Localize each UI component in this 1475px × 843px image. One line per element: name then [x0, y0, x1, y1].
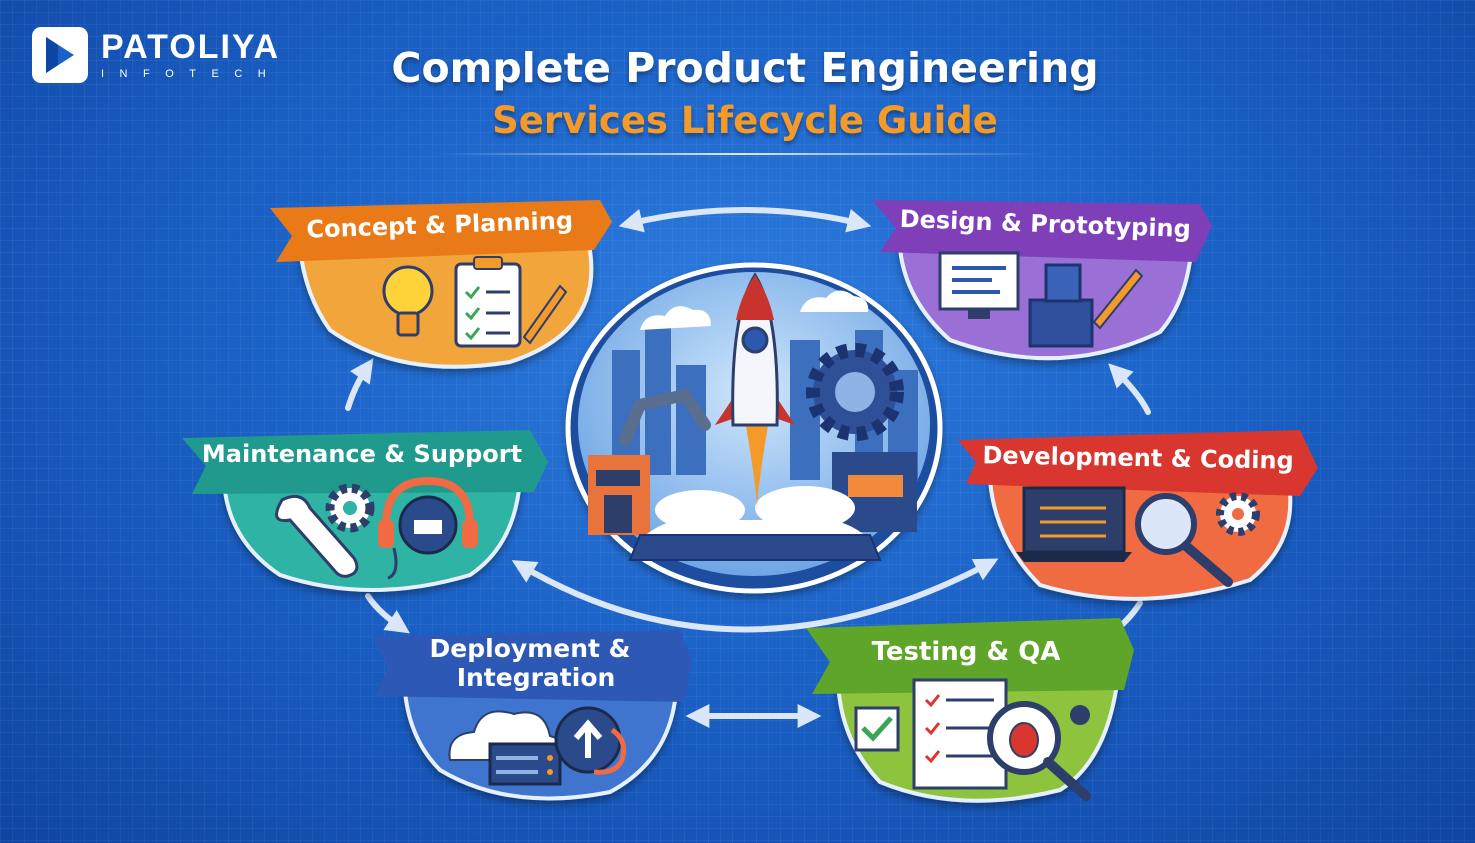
stage-ribbon	[806, 618, 1134, 694]
stage-maintenance-support[interactable]: Maintenance & Support	[182, 430, 548, 592]
title-divider	[435, 153, 1045, 155]
page-subtitle: Services Lifecycle Guide	[492, 99, 998, 142]
bug-icon	[1070, 705, 1090, 725]
cycle-arrows	[345, 207, 1151, 728]
stage-title-line2: Integration	[457, 663, 616, 692]
brand-name: PATOLIYA	[101, 27, 281, 66]
gear-icon	[1216, 492, 1260, 536]
magnifier-icon	[1135, 493, 1233, 587]
robot-arm-icon	[619, 388, 711, 446]
stage-ribbon	[958, 430, 1318, 496]
stage-title-line1: Deployment &	[430, 634, 631, 663]
stage-testing-qa[interactable]: Testing & QA	[806, 618, 1134, 803]
cloud-icon	[640, 306, 711, 330]
center-hub	[565, 262, 943, 594]
bug-icon	[987, 701, 1091, 801]
arrow-concept-design	[618, 207, 872, 233]
stage-design-prototyping[interactable]: Design & Prototyping	[872, 200, 1212, 361]
headset-icon	[378, 476, 478, 580]
stage-ribbon	[270, 200, 612, 262]
arrow-design-development	[1108, 363, 1151, 415]
stage-title: Testing & QA	[872, 637, 1061, 667]
arrow-deployment-maintenance	[365, 593, 410, 634]
checkbox-icon	[854, 706, 900, 752]
brand-logo[interactable]: PATOLIYA INFOTECH	[32, 27, 281, 83]
monitor-wireframe-icon	[938, 251, 1020, 319]
gear-icon	[325, 483, 375, 533]
stage-title: Deployment &	[430, 634, 631, 663]
stage-deployment-integration[interactable]: Deployment & Integration	[372, 630, 692, 801]
page-title: Complete Product Engineering	[391, 44, 1099, 92]
arrow-inner-loop	[511, 558, 999, 633]
laptop-code-icon	[1016, 486, 1132, 562]
pencil-icon	[522, 284, 568, 345]
3d-printer-icon	[1028, 263, 1094, 348]
stage-concept-planning[interactable]: Concept & Planning	[270, 200, 612, 369]
launch-pad	[628, 534, 882, 561]
pencil-icon	[1092, 268, 1144, 330]
server-icon	[488, 742, 562, 786]
lightbulb-icon	[382, 265, 434, 337]
stage-ribbon	[182, 430, 548, 494]
stage-development-coding[interactable]: Development & Coding	[958, 430, 1318, 601]
wrench-icon	[275, 494, 359, 578]
stage-ribbon	[372, 630, 692, 702]
phone-cable-icon	[593, 727, 627, 775]
gear-icon	[806, 343, 904, 441]
stage-ribbon	[872, 200, 1212, 262]
factory-icon	[588, 455, 650, 535]
clipboard-checklist-icon	[454, 256, 522, 348]
stage-title: Development & Coding	[982, 441, 1294, 474]
brand-tagline: INFOTECH	[101, 67, 282, 80]
logo-mark-icon	[32, 27, 88, 83]
cloud-icon	[800, 290, 869, 312]
stage-title: Maintenance & Support	[202, 440, 522, 468]
upload-arrow-icon	[554, 706, 622, 774]
arrow-maintenance-concept	[345, 358, 374, 411]
